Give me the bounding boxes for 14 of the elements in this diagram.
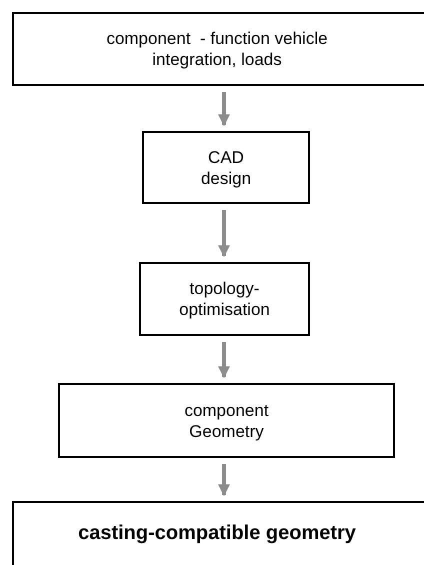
box-text: casting-compatible geometry — [78, 522, 356, 544]
process-box — [139, 262, 310, 336]
box-text: topology- optimisation — [178, 278, 271, 320]
process-box — [12, 12, 424, 86]
box-text: CAD design — [200, 146, 252, 188]
process-box — [58, 383, 395, 458]
arrow — [218, 210, 230, 258]
box-text: component - function vehicle integration, loads — [105, 28, 329, 70]
process-box — [12, 501, 424, 565]
box-text: component Geometry — [183, 400, 270, 442]
arrow — [218, 342, 230, 378]
arrow — [218, 92, 230, 126]
process-box — [142, 131, 310, 204]
arrow — [218, 464, 230, 496]
